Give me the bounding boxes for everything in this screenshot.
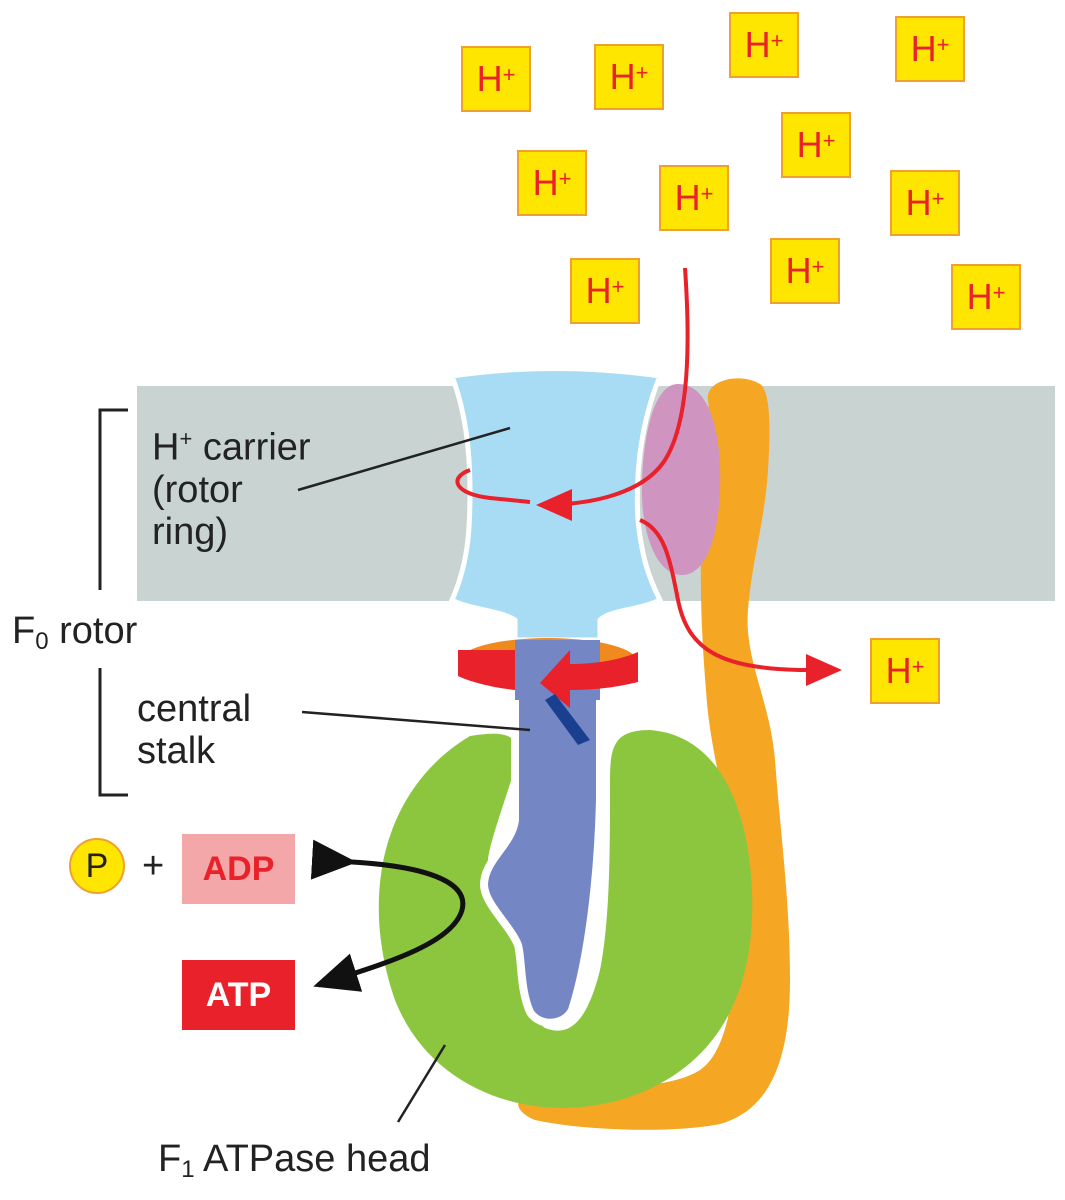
phosphate-circle: P	[69, 838, 125, 894]
proton-path-out	[639, 518, 842, 686]
stator-arm	[518, 378, 790, 1130]
atp-box: ATP	[182, 960, 295, 1030]
proton-ion: H+	[890, 170, 960, 236]
proton-ion: H+	[770, 238, 840, 304]
proton-ion: H+	[895, 16, 965, 82]
proton-path-curl	[455, 468, 531, 504]
proton-ion: H+	[729, 12, 799, 78]
proton-ion: H+	[781, 112, 851, 178]
proton-ion: H+	[659, 165, 729, 231]
proton-ion: H+	[594, 44, 664, 110]
carrier-label: H+ carrier (rotor ring)	[152, 426, 311, 553]
f0-rotor-label: F0 rotor	[12, 610, 138, 655]
reaction-arrow-curve	[313, 859, 466, 992]
f1-head-label: F1 ATPase head	[158, 1138, 431, 1183]
f0-bracket-bottom	[98, 668, 128, 797]
f0-bracket-top	[98, 408, 128, 590]
proton-ion: H+	[951, 264, 1021, 330]
stalk-leader-line	[301, 710, 531, 732]
proton-ion: H+	[517, 150, 587, 216]
carrier-leader-line	[297, 426, 511, 492]
f1-head	[378, 730, 753, 1108]
rotation-band-front-left	[458, 650, 515, 690]
stator-contact	[641, 384, 721, 575]
rotation-arrow-head	[540, 650, 638, 708]
reaction-arrow-in	[310, 839, 357, 880]
proton-path-in	[536, 267, 690, 521]
f1-leader-line	[396, 1044, 447, 1123]
proton-ion-released: H+	[870, 638, 940, 704]
central-stalk-label: central stalk	[137, 688, 252, 772]
plus-sign: +	[142, 845, 165, 887]
proton-ion: H+	[461, 46, 531, 112]
adp-box: ADP	[182, 834, 295, 904]
proton-ion: H+	[570, 258, 640, 324]
rotation-arrow-shadow	[545, 694, 590, 745]
